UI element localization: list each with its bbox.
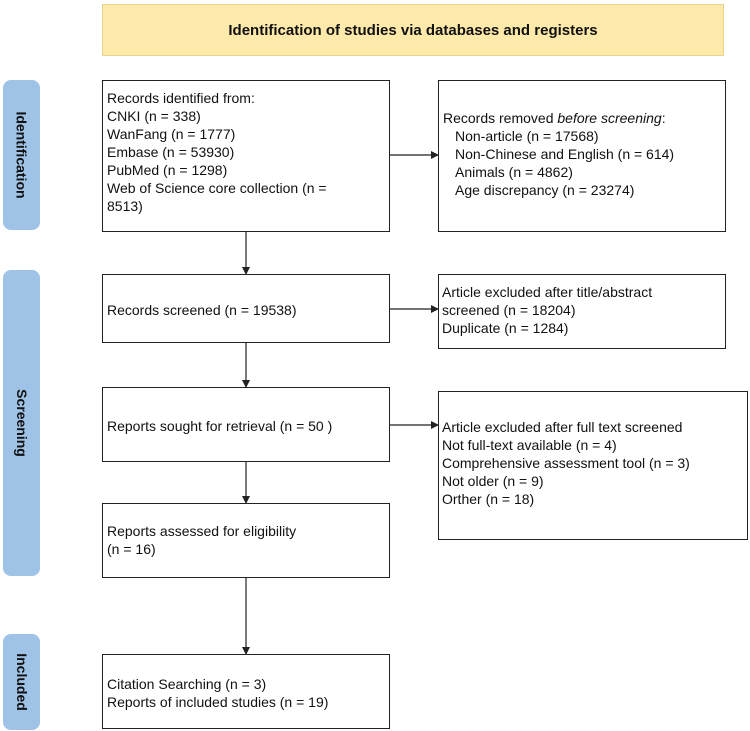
reports-assessed-box: Reports assessed for eligibility (n = 16… [102, 503, 390, 578]
identified-line: Embase (n = 53930) [107, 144, 235, 160]
records-removed-box: Records removed before screening: Non-ar… [438, 80, 726, 232]
identified-line: PubMed (n = 1298) [107, 162, 228, 178]
records-identified-heading: Records identified from: [107, 90, 255, 106]
excluded-title-line: screened (n = 18204) [442, 302, 576, 318]
excluded-fulltext-box: Article excluded after full text screene… [438, 391, 748, 540]
removed-line: Age discrepancy (n = 23274) [455, 182, 635, 198]
assessed-line: Reports assessed for eligibility [107, 523, 297, 539]
included-line: Reports of included studies (n = 19) [107, 694, 329, 710]
removed-line: Non-article (n = 17568) [455, 128, 599, 144]
excluded-title-line: Article excluded after title/abstract [442, 284, 653, 300]
reports-sought-box: Reports sought for retrieval (n = 50 ) [102, 387, 390, 462]
records-screened-box: Records screened (n = 19538) [102, 274, 390, 343]
removed-line: Non-Chinese and English (n = 614) [455, 146, 675, 162]
identified-line: Web of Science core collection (n = [107, 180, 327, 196]
excluded-fulltext-line: Comprehensive assessment tool (n = 3) [442, 455, 690, 471]
reports-sought-text: Reports sought for retrieval (n = 50 ) [107, 418, 333, 434]
phase-identification: Identification [3, 80, 40, 230]
identified-line: CNKI (n = 338) [107, 108, 201, 124]
identified-line: WanFang (n = 1777) [107, 126, 236, 142]
excluded-fulltext-line: Not older (n = 9) [442, 473, 544, 489]
header-banner: Identification of studies via databases … [102, 4, 724, 56]
included-studies-box: Citation Searching (n = 3) Reports of in… [102, 654, 390, 729]
removed-line: Animals (n = 4862) [455, 164, 573, 180]
header-title: Identification of studies via databases … [228, 21, 598, 39]
excluded-fulltext-line: Orther (n = 18) [442, 491, 535, 507]
records-identified-box: Records identified from: CNKI (n = 338) … [102, 80, 390, 232]
excluded-title-line: Duplicate (n = 1284) [442, 320, 569, 336]
assessed-line: (n = 16) [107, 541, 156, 557]
excluded-fulltext-line: Article excluded after full text screene… [442, 419, 683, 435]
included-line: Citation Searching (n = 3) [107, 676, 267, 692]
phase-screening: Screening [3, 270, 40, 576]
excluded-fulltext-line: Not full-text available (n = 4) [442, 437, 617, 453]
records-screened-text: Records screened (n = 19538) [107, 302, 297, 318]
excluded-title-abstract-box: Article excluded after title/abstract sc… [438, 274, 726, 349]
identified-line: 8513) [107, 198, 143, 214]
phase-included: Included [3, 634, 40, 730]
records-removed-heading: Records removed before screening: [443, 110, 666, 126]
